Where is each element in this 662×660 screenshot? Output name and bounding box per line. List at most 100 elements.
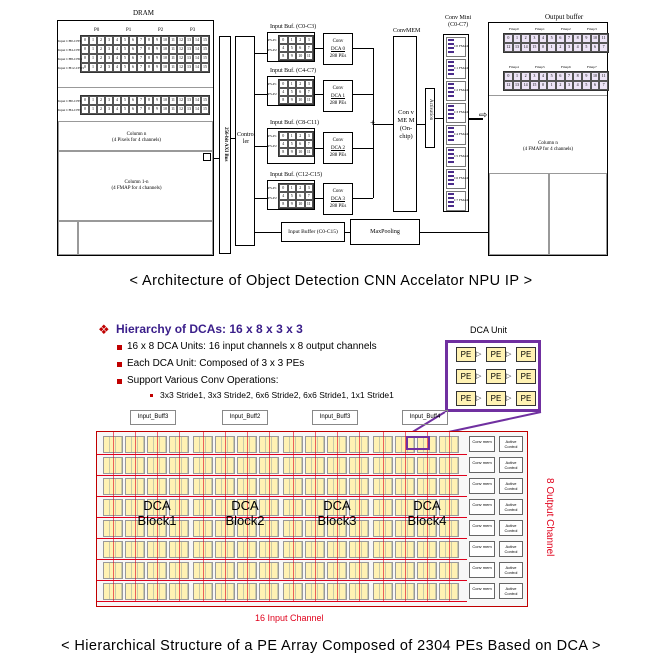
grid-cell: 0 bbox=[504, 72, 513, 81]
active-control-cell: Active Control bbox=[499, 562, 523, 578]
dca-core-1: Conv DCA 1 288 PEs bbox=[323, 80, 353, 112]
grid-cell: 7 bbox=[304, 192, 313, 200]
grid-cell: 10 bbox=[161, 45, 169, 54]
pe-cell: PE bbox=[486, 347, 506, 362]
grid-cell: 1 bbox=[287, 184, 296, 192]
grid-cell: 3 bbox=[530, 34, 539, 43]
grid-cell: 12 bbox=[504, 81, 513, 90]
dram-title: DRAM bbox=[133, 9, 155, 17]
dca-core-2: Conv DCA 2 288 PEs bbox=[323, 132, 353, 164]
grid-cell: 15 bbox=[530, 81, 539, 90]
arrow-icon: ▷ bbox=[476, 373, 482, 380]
dram-pix-label-2: P2 bbox=[158, 28, 164, 33]
top-caption: < Architecture of Object Detection CNN A… bbox=[129, 273, 533, 289]
bullet-icon bbox=[117, 362, 122, 367]
active-control-cell: Active Control bbox=[499, 520, 523, 536]
grid-cell: 14 bbox=[193, 54, 201, 63]
grid-cell: 2 bbox=[556, 81, 565, 90]
dram-row-label-0: Input CH0-CH3 bbox=[58, 39, 81, 43]
grid-cell: 5 bbox=[121, 63, 129, 72]
grid-cell: 0 bbox=[538, 81, 548, 90]
grid-cell: 3 bbox=[105, 54, 113, 63]
grid-cell: 1 bbox=[89, 63, 97, 72]
grid-cell: 14 bbox=[193, 45, 201, 54]
grid-cell: 13 bbox=[185, 63, 193, 72]
grid-cell: 9 bbox=[153, 96, 161, 105]
bullet-2: Each DCA Unit: Composed of 3 x 3 PEs bbox=[127, 358, 305, 369]
pe-cell: PE bbox=[486, 369, 506, 384]
grid-cell: 8 bbox=[145, 96, 153, 105]
active-control-cell: Active Control bbox=[499, 436, 523, 452]
grid-cell: 2 bbox=[97, 54, 105, 63]
grid-cell: 5 bbox=[121, 54, 129, 63]
grid-cell: 11 bbox=[169, 96, 177, 105]
grid-cell: 14 bbox=[521, 43, 530, 52]
grid-cell: 13 bbox=[512, 43, 522, 52]
grid-cell: 7 bbox=[599, 81, 608, 90]
grid-cell: 7 bbox=[304, 44, 313, 52]
grid-cell: 1 bbox=[547, 43, 556, 52]
grid-cell: 5 bbox=[121, 45, 129, 54]
conv-mem-cell: Conv mem bbox=[469, 457, 495, 473]
grid-cell: 8 bbox=[573, 34, 582, 43]
grid-cell: 15 bbox=[201, 54, 209, 63]
grid-cell: 14 bbox=[193, 36, 201, 45]
pe-cell: PE bbox=[516, 369, 536, 384]
conv-mem-cell: Conv mem bbox=[469, 436, 495, 452]
grid-cell: 7 bbox=[137, 54, 145, 63]
grid-cell: 3 bbox=[304, 132, 313, 140]
grid-cell: 2 bbox=[97, 45, 105, 54]
grid-cell: 14 bbox=[193, 96, 201, 105]
conv-mem-cell: Conv mem bbox=[469, 541, 495, 557]
fmap-label: C2 FMAP bbox=[454, 88, 469, 92]
dca-unit-title: DCA Unit bbox=[470, 325, 508, 335]
grid-cell: 12 bbox=[177, 63, 185, 72]
grid-cell: 4 bbox=[113, 36, 121, 45]
grid-cell: 2 bbox=[296, 184, 305, 192]
fmap-label: C0 FMAP bbox=[454, 44, 469, 48]
grid-cell: 3 bbox=[105, 105, 113, 114]
grid-cell: 0 bbox=[81, 63, 89, 72]
active-control-cell: Active Control bbox=[499, 499, 523, 515]
grid-cell: 6 bbox=[556, 34, 565, 43]
input-buffer-bottom: Input Buffer (C0-C15) bbox=[281, 222, 345, 242]
grid-cell: 1 bbox=[89, 36, 97, 45]
grid-cell: 4 bbox=[113, 63, 121, 72]
grid-cell: 7 bbox=[137, 45, 145, 54]
axi-bus: 256-bit AXI Bus bbox=[219, 36, 231, 254]
grid-cell: 9 bbox=[153, 54, 161, 63]
conv-mem-cell: Conv mem bbox=[469, 520, 495, 536]
adder-plus: + bbox=[370, 118, 376, 128]
grid-cell: 9 bbox=[582, 72, 591, 81]
output-channel-label: 8 Output Channel bbox=[544, 478, 555, 557]
grid-cell: 2 bbox=[97, 105, 105, 114]
fmap-cell: C7 FMAP bbox=[446, 191, 469, 211]
in-buf-label-0: Input Buf. (C0-C3) bbox=[270, 24, 317, 30]
grid-cell: 4 bbox=[279, 192, 288, 200]
grid-cell: 4 bbox=[538, 34, 548, 43]
dram-row-label-4: Input CH0-CH3 bbox=[58, 99, 81, 103]
grid-cell: 6 bbox=[129, 54, 137, 63]
grid-cell: 10 bbox=[296, 96, 305, 104]
grid-cell: 10 bbox=[161, 36, 169, 45]
grid-cell: 4 bbox=[538, 72, 548, 81]
grid-cell: 4 bbox=[113, 45, 121, 54]
grid-cell: 12 bbox=[177, 45, 185, 54]
grid-cell: 0 bbox=[538, 43, 548, 52]
grid-cell: 15 bbox=[201, 63, 209, 72]
grid-cell: 2 bbox=[296, 132, 305, 140]
grid-cell: 5 bbox=[121, 36, 129, 45]
grid-cell: 8 bbox=[145, 63, 153, 72]
fmap-cell: C2 FMAP bbox=[446, 81, 469, 101]
grid-cell: 3 bbox=[105, 96, 113, 105]
dram-row-label-3: Input CH12-CH15 bbox=[58, 66, 85, 70]
grid-cell: 6 bbox=[296, 88, 305, 96]
bullet-1: 16 x 8 DCA Units: 16 input channels x 8 … bbox=[127, 341, 377, 352]
grid-cell: 11 bbox=[169, 45, 177, 54]
grid-cell: 11 bbox=[169, 63, 177, 72]
dram-column-1n: Column 1-n (4 FMAP for 4 channels) bbox=[58, 151, 213, 221]
grid-cell: 9 bbox=[287, 200, 296, 208]
